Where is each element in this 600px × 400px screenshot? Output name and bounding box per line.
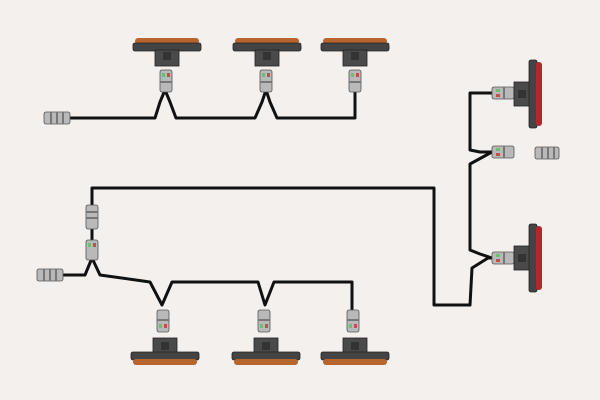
right-harness bbox=[468, 59, 560, 293]
bottom-lamp-3-icon bbox=[320, 337, 390, 365]
bottom-tap-connector-icon bbox=[85, 239, 99, 261]
top-lamp-3-icon bbox=[320, 38, 390, 67]
right-connector-2-icon bbox=[491, 251, 515, 265]
top-connector-3-icon bbox=[348, 69, 362, 93]
top-lamp-1-icon bbox=[132, 38, 202, 67]
bottom-main-plug-icon bbox=[36, 268, 64, 282]
right-connector-1-icon bbox=[491, 86, 515, 100]
top-connector-2-icon bbox=[259, 69, 273, 93]
right-harness-wire bbox=[468, 91, 494, 260]
right-loose-plug-icon bbox=[534, 146, 560, 160]
top-main-plug-icon bbox=[43, 111, 71, 125]
right-tap-connector-icon bbox=[491, 145, 515, 159]
bottom-link-plug-icon bbox=[85, 204, 99, 230]
right-lamp-2-icon bbox=[513, 223, 542, 293]
bottom-connector-2-icon bbox=[257, 309, 271, 333]
top-harness-wire bbox=[66, 88, 357, 120]
top-harness bbox=[43, 38, 390, 125]
bottom-lamp-1-icon bbox=[130, 337, 200, 365]
bottom-connector-1-icon bbox=[156, 309, 170, 333]
bottom-harness bbox=[36, 186, 507, 365]
right-lamp-1-icon bbox=[513, 59, 542, 129]
top-connector-1-icon bbox=[159, 69, 173, 93]
bottom-harness-wire bbox=[62, 256, 354, 312]
bottom-connector-3-icon bbox=[346, 309, 360, 333]
link-wire bbox=[90, 186, 507, 307]
bottom-lamp-2-icon bbox=[231, 337, 301, 365]
top-lamp-2-icon bbox=[232, 38, 302, 67]
